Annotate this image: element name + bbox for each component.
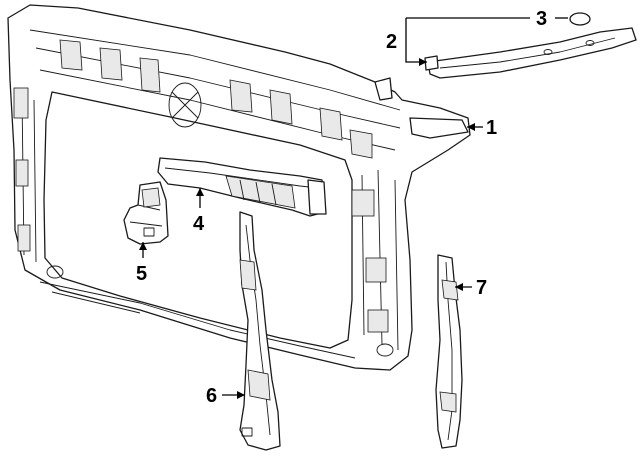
callout-2: 2 [386,31,397,53]
callout-7: 7 [476,277,487,299]
left-air-baffle[interactable] [239,211,281,451]
callout-4: 4 [193,213,205,235]
plug[interactable] [569,12,591,26]
right-air-baffle[interactable] [435,254,463,449]
upper-brace-bracket[interactable] [424,27,637,79]
leader-lines [139,17,568,399]
callout-3: 3 [536,8,547,30]
callout-5: 5 [136,263,147,285]
air-deflector[interactable] [157,157,327,217]
callout-6: 6 [206,385,217,407]
side-bracket[interactable] [123,181,169,245]
callout-1: 1 [486,117,497,139]
